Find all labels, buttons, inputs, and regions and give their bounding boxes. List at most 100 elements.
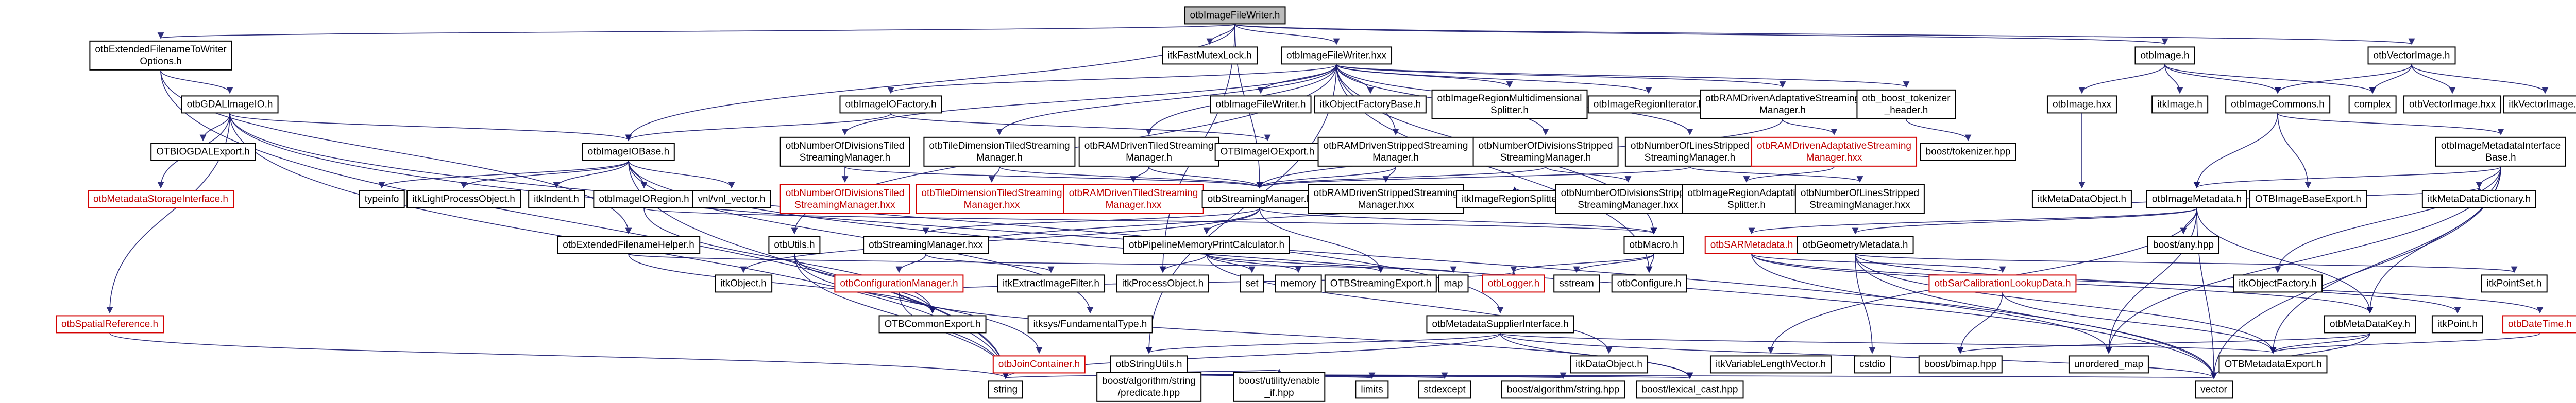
node-sarmetadata[interactable]: otbSARMetadata.h xyxy=(1704,236,1799,254)
node-set[interactable]: set xyxy=(1240,274,1264,293)
node-utils[interactable]: otbUtils.h xyxy=(768,236,821,254)
node-itkimage[interactable]: itkImage.h xyxy=(2151,95,2208,114)
node-sarcaliblut[interactable]: otbSarCalibrationLookupData.h xyxy=(1928,274,2077,293)
node-ramstripped_hxx[interactable]: otbRAMDrivenStrippedStreaming Manager.hx… xyxy=(1308,184,1464,215)
node-adaptsplitter[interactable]: otbImageRegionAdaptative Splitter.h xyxy=(1682,184,1811,215)
node-numdivstripped_h[interactable]: otbNumberOfDivisionsStripped StreamingMa… xyxy=(1472,136,1619,167)
node-map[interactable]: map xyxy=(1438,274,1469,293)
node-metadataexport[interactable]: OTBMetadataExport.h xyxy=(2218,355,2328,374)
node-processobj[interactable]: itkProcessObject.h xyxy=(1116,274,1210,293)
node-numdivstripped_hxx[interactable]: otbNumberOfDivisionsStripped StreamingMa… xyxy=(1555,184,1701,215)
node-joincontainer[interactable]: otbJoinContainer.h xyxy=(992,355,1086,374)
node-multidimsplit[interactable]: otbImageRegionMultidimensional Splitter.… xyxy=(1431,89,1588,120)
node-iofactory[interactable]: otbImageIOFactory.h xyxy=(839,95,942,114)
include-edge xyxy=(1573,254,1654,273)
node-complex[interactable]: complex xyxy=(2348,95,2397,114)
node-immetaifacebase[interactable]: otbImageMetadataInterface Base.h xyxy=(2435,136,2567,167)
node-stdexcept[interactable]: stdexcept xyxy=(1418,380,1471,399)
node-configmgr[interactable]: otbConfigurationManager.h xyxy=(834,274,964,293)
node-boostbimap[interactable]: boost/bimap.hpp xyxy=(1918,355,2003,374)
node-fastmutex[interactable]: itkFastMutexLock.h xyxy=(1162,46,1258,65)
node-ramadaptive_h[interactable]: otbRAMDrivenAdaptativeStreaming Manager.… xyxy=(1700,89,1866,120)
node-ramtiled_hxx[interactable]: otbRAMDrivenTiledStreaming Manager.hxx xyxy=(1063,184,1204,215)
include-edge xyxy=(2078,64,2165,94)
node-ioregion[interactable]: otbImageIORegion.h xyxy=(593,190,695,208)
node-numdivtiled_hxx[interactable]: otbNumberOfDivisionsTiled StreamingManag… xyxy=(779,184,910,215)
node-numlinesstripped_h[interactable]: otbNumberOfLinesStripped StreamingManage… xyxy=(1624,136,1755,167)
node-extfnwriter[interactable]: otbExtendedFilenameToWriter Options.h xyxy=(89,40,232,71)
root-node-root: otbImageFileWriter.h xyxy=(1184,6,1286,25)
node-unorderedmap[interactable]: unordered_map xyxy=(2068,355,2149,374)
node-macro[interactable]: otbMacro.h xyxy=(1623,236,1684,254)
node-itkmetadatadict[interactable]: itkMetaDataDictionary.h xyxy=(2421,190,2537,208)
node-iogdalexport[interactable]: OTBIOGDALExport.h xyxy=(150,143,256,161)
include-edge xyxy=(1855,254,2461,314)
node-streamingmgr_h[interactable]: otbStreamingManager.h xyxy=(1201,190,1318,208)
node-extfnhelper[interactable]: otbExtendedFilenameHelper.h xyxy=(557,236,700,254)
node-datetime[interactable]: otbDateTime.h xyxy=(2502,315,2576,334)
node-stringutils[interactable]: otbStringUtils.h xyxy=(1110,355,1188,374)
node-lightprocobj[interactable]: itkLightProcessObject.h xyxy=(406,190,521,208)
node-imagemetadata[interactable]: otbImageMetadata.h xyxy=(2146,190,2248,208)
node-itkmetadataobject[interactable]: itkMetaDataObject.h xyxy=(2031,190,2132,208)
node-spatialref[interactable]: otbSpatialReference.h xyxy=(55,315,164,334)
node-imagecommons[interactable]: otbImageCommons.h xyxy=(2225,95,2330,114)
node-typeinfo[interactable]: typeinfo xyxy=(359,190,405,208)
node-numdivtiled_h[interactable]: otbNumberOfDivisionsTiled StreamingManag… xyxy=(779,136,910,167)
node-itkvectorimage[interactable]: itkVectorImage.h xyxy=(2503,95,2576,114)
node-writer_hxx[interactable]: otbImageFileWriter.hxx xyxy=(1281,46,1392,65)
node-boostany[interactable]: boost/any.hpp xyxy=(2147,236,2219,254)
node-boostenableif[interactable]: boost/utility/enable _if.hpp xyxy=(1233,372,1326,402)
node-geommetadata[interactable]: otbGeometryMetadata.h xyxy=(1797,236,1914,254)
node-boosttok_hdr[interactable]: otb_boost_tokenizer _header.h xyxy=(1856,89,1956,120)
node-boostpredicate[interactable]: boost/algorithm/string /predicate.hpp xyxy=(1096,372,1201,402)
node-vnlvector[interactable]: vnl/vnl_vector.h xyxy=(692,190,771,208)
node-imageiobase[interactable]: otbImageIOBase.h xyxy=(582,143,675,161)
node-streamingexport[interactable]: OTBStreamingExport.h xyxy=(1324,274,1437,293)
node-objfactorybase[interactable]: itkObjectFactoryBase.h xyxy=(1314,95,1427,114)
node-image_hxx[interactable]: otbImage.hxx xyxy=(2046,95,2117,114)
node-pipelinememprint[interactable]: otbPipelineMemoryPrintCalculator.h xyxy=(1123,236,1291,254)
node-ramadaptive_hxx[interactable]: otbRAMDrivenAdaptativeStreaming Manager.… xyxy=(1751,136,1917,167)
node-numlines_hxx[interactable]: otbNumberOfLinesStripped StreamingManage… xyxy=(1794,184,1925,215)
node-memory[interactable]: memory xyxy=(1275,274,1322,293)
node-configure[interactable]: otbConfigure.h xyxy=(1611,274,1687,293)
node-itkpointset[interactable]: itkPointSet.h xyxy=(2481,274,2548,293)
node-itkdataobject[interactable]: itkDataObject.h xyxy=(1570,355,1648,374)
node-itksysfund[interactable]: itksys/FundamentalType.h xyxy=(1027,315,1153,334)
node-commonexport[interactable]: OTBCommonExport.h xyxy=(878,315,987,334)
node-vectorimage_hxx[interactable]: otbVectorImage.hxx xyxy=(2403,95,2501,114)
node-regioniter[interactable]: otbImageRegionIterator.h xyxy=(1587,95,1710,114)
node-boostlexical[interactable]: boost/lexical_cast.hpp xyxy=(1636,380,1744,399)
node-image_h[interactable]: otbImage.h xyxy=(2134,46,2195,65)
node-mdstorageiface[interactable]: otbMetadataStorageInterface.h xyxy=(88,190,234,208)
node-itkobject[interactable]: itkObject.h xyxy=(715,274,772,293)
node-varlengthvector[interactable]: itkVariableLengthVector.h xyxy=(1709,355,1832,374)
node-indent[interactable]: itkIndent.h xyxy=(528,190,585,208)
include-edge xyxy=(2269,332,2540,354)
node-ramstripped_h[interactable]: otbRAMDrivenStrippedStreaming Manager.h xyxy=(1317,136,1474,167)
node-boosttokenizer[interactable]: boost/tokenizer.hpp xyxy=(1920,143,2016,161)
node-streamingmgr_hxx[interactable]: otbStreamingManager.hxx xyxy=(863,236,989,254)
node-imagebaseexport[interactable]: OTBImageBaseExport.h xyxy=(2249,190,2367,208)
node-limits[interactable]: limits xyxy=(1355,380,1389,399)
node-logger[interactable]: otbLogger.h xyxy=(1482,274,1546,293)
node-extractfilter[interactable]: itkExtractImageFilter.h xyxy=(997,274,1105,293)
node-itkobjectfactory[interactable]: itkObjectFactory.h xyxy=(2233,274,2323,293)
node-mdsupplier[interactable]: otbMetadataSupplierInterface.h xyxy=(1426,315,1574,334)
node-sstream[interactable]: sstream xyxy=(1553,274,1600,293)
node-imageioexport[interactable]: OTBImageIOExport.h xyxy=(1214,143,1320,161)
include-edge xyxy=(2164,64,2281,94)
node-ramtiled_h[interactable]: otbRAMDrivenTiledStreaming Manager.h xyxy=(1078,136,1219,167)
node-metadatakey[interactable]: otbMetaDataKey.h xyxy=(2324,315,2416,334)
node-vectorimage_h[interactable]: otbVectorImage.h xyxy=(2367,46,2456,65)
node-cstdio[interactable]: cstdio xyxy=(1854,355,1891,374)
node-tiledim_h[interactable]: otbTileDimensionTiledStreaming Manager.h xyxy=(923,136,1076,167)
node-gdalimageio[interactable]: otbGDALImageIO.h xyxy=(181,95,279,114)
node-string[interactable]: string xyxy=(988,380,1024,399)
node-tiledim_hxx[interactable]: otbTileDimensionTiledStreaming Manager.h… xyxy=(916,184,1068,215)
node-vector[interactable]: vector xyxy=(2195,380,2233,399)
node-itkpoint[interactable]: itkPoint.h xyxy=(2431,315,2484,334)
node-writer_dup[interactable]: otbImageFileWriter.h xyxy=(1210,95,1312,114)
node-booststring[interactable]: boost/algorithm/string.hpp xyxy=(1501,380,1625,399)
